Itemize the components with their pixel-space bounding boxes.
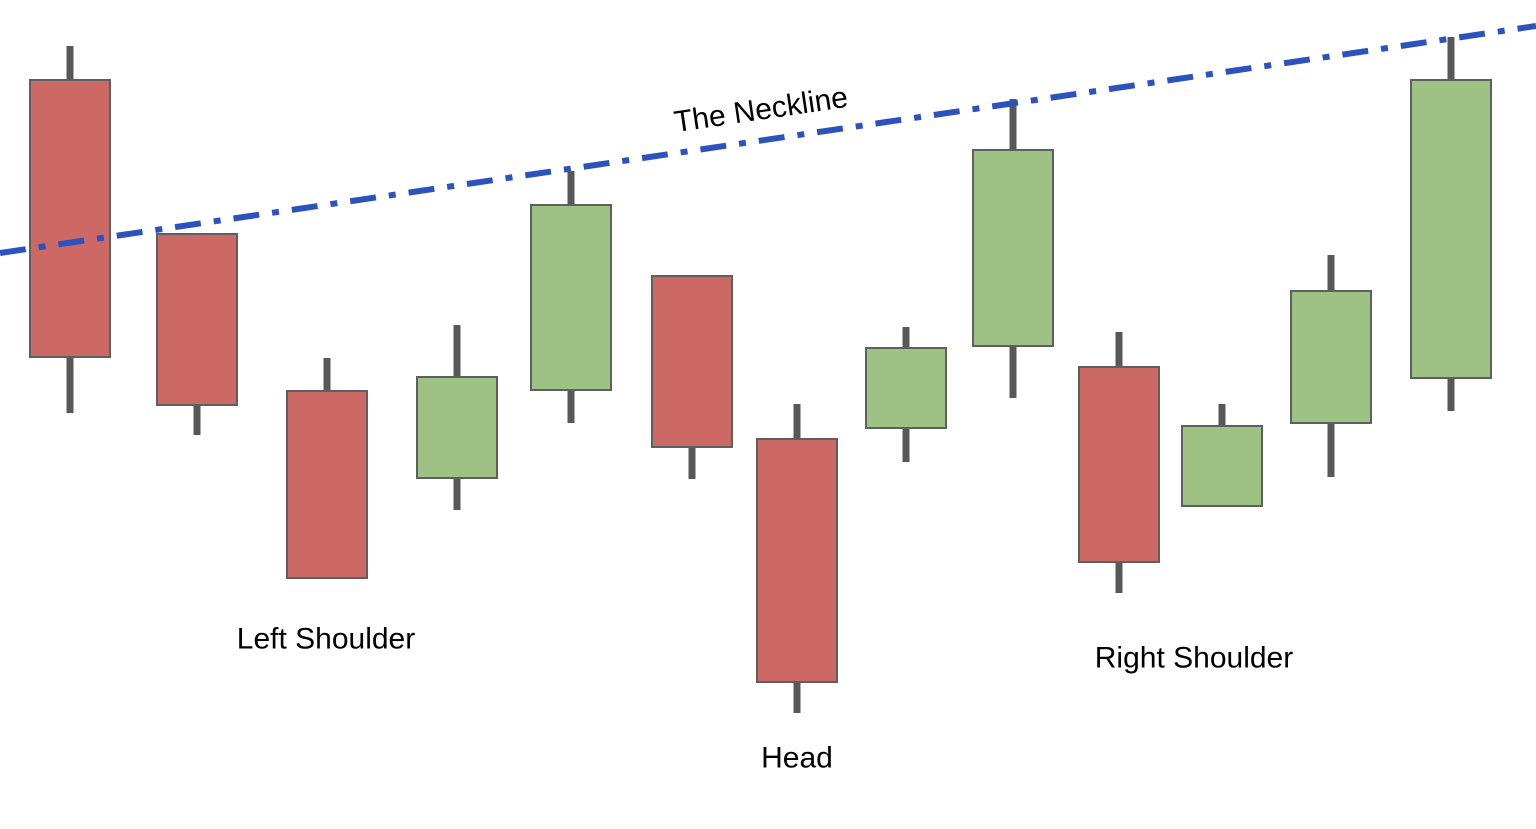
candle-body	[865, 347, 947, 429]
candle-body	[1181, 425, 1263, 507]
label-head: Head	[761, 741, 833, 775]
candle-body	[416, 376, 498, 479]
candle-body	[286, 390, 368, 579]
label-left-shoulder: Left Shoulder	[236, 622, 416, 656]
label-right-shoulder: Right Shoulder	[1094, 641, 1294, 675]
candle-body	[1290, 290, 1372, 424]
candle-body	[651, 275, 733, 448]
candle-body	[756, 438, 838, 683]
candle-body	[156, 233, 238, 406]
candle-body	[1410, 79, 1492, 379]
candle-body	[1078, 366, 1160, 563]
